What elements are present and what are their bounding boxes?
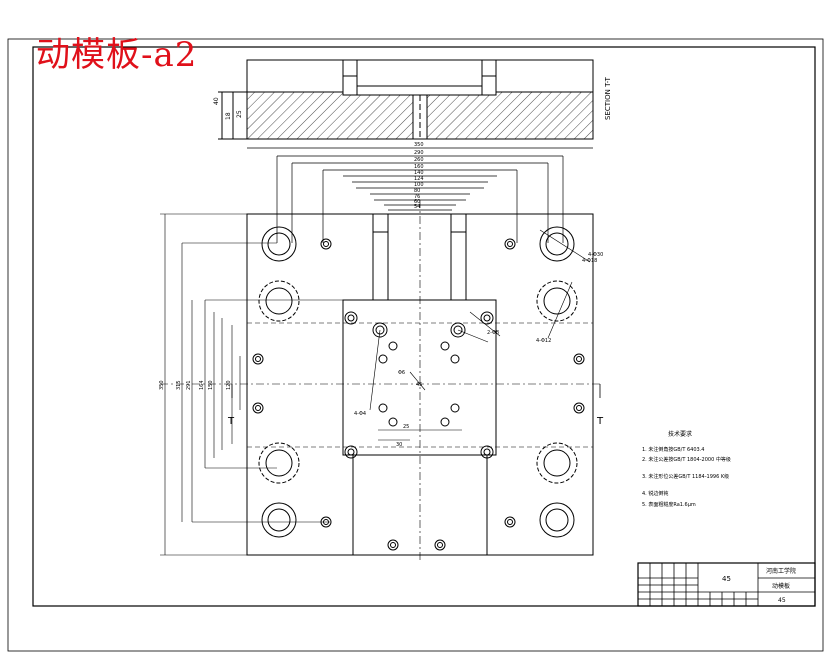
callout-4-phi18: 4-Φ18 <box>582 258 597 264</box>
callout-2-phi8: 2-Φ8 <box>487 330 499 336</box>
title-block <box>637 562 816 607</box>
top-dim-76: 76 <box>414 194 420 200</box>
section-dim-b: 18 <box>225 112 232 120</box>
callout-4-phi12: 4-Φ12 <box>536 338 551 344</box>
section-view <box>218 59 594 140</box>
top-dim-54: 54 <box>414 204 420 210</box>
left-dim-350: 350 <box>159 380 165 390</box>
title-block-code: 45 <box>778 597 786 604</box>
callout-4-phi4: 4-Φ4 <box>354 411 366 417</box>
sheet-outer-border <box>7 38 824 652</box>
plan-view <box>160 200 600 560</box>
overlay-title: 动模板-a2 <box>36 35 198 75</box>
top-dim-290: 290 <box>414 150 424 156</box>
top-dim-260: 260 <box>414 157 424 163</box>
title-block-part-name: 动模板 <box>772 582 790 590</box>
top-dim-350: 350 <box>414 142 424 148</box>
note-2: 2. 未注公差按GB/T 1804-2000 中等级 <box>642 456 731 463</box>
sheet-inner-border <box>32 46 816 607</box>
title-block-material: 45 <box>722 575 731 583</box>
top-dim-60: 60 <box>414 199 420 205</box>
note-5: 5. 表面粗糙度Ra1.6μm <box>642 501 696 508</box>
cut-marker-right: T <box>596 416 604 427</box>
left-dim-315: 315 <box>176 380 182 390</box>
guide-holes <box>258 226 578 538</box>
left-dim-291: 291 <box>186 380 192 390</box>
section-cut-markers <box>231 384 601 398</box>
top-dim-100: 100 <box>414 182 424 188</box>
section-label: SECTION T-T <box>604 76 612 120</box>
top-dim-124: 124 <box>414 176 424 182</box>
left-dim-164: 164 <box>199 380 205 390</box>
section-dim-c: 25 <box>236 110 243 118</box>
left-dim-120: 120 <box>226 380 232 390</box>
leader-lines <box>369 229 591 441</box>
cut-marker-left: T <box>227 416 235 427</box>
title-block-school: 河南工学院 <box>766 567 796 575</box>
note-1: 1. 未注倒角按GB/T 6403.4 <box>642 446 705 453</box>
callout-30: 30 <box>396 442 402 448</box>
top-dimension-lines <box>247 147 593 243</box>
section-dim-a: 40 <box>213 97 220 105</box>
note-3: 3. 未注形位公差GB/T 1184-1996 K级 <box>642 473 729 480</box>
note-4: 4. 锐边倒钝 <box>642 490 668 497</box>
callout-4-phi30: 4-Φ30 <box>588 252 603 258</box>
callout-25: 25 <box>403 424 409 430</box>
top-dim-160: 160 <box>414 164 424 170</box>
callout-45: 45 <box>416 382 422 388</box>
top-dim-140: 140 <box>414 170 424 176</box>
callout-phi6: Φ6 <box>398 370 405 376</box>
notes-heading: 技术要求 <box>668 430 692 438</box>
top-dim-80: 80 <box>414 188 420 194</box>
screw-holes <box>252 238 585 551</box>
left-dim-150: 150 <box>208 380 214 390</box>
